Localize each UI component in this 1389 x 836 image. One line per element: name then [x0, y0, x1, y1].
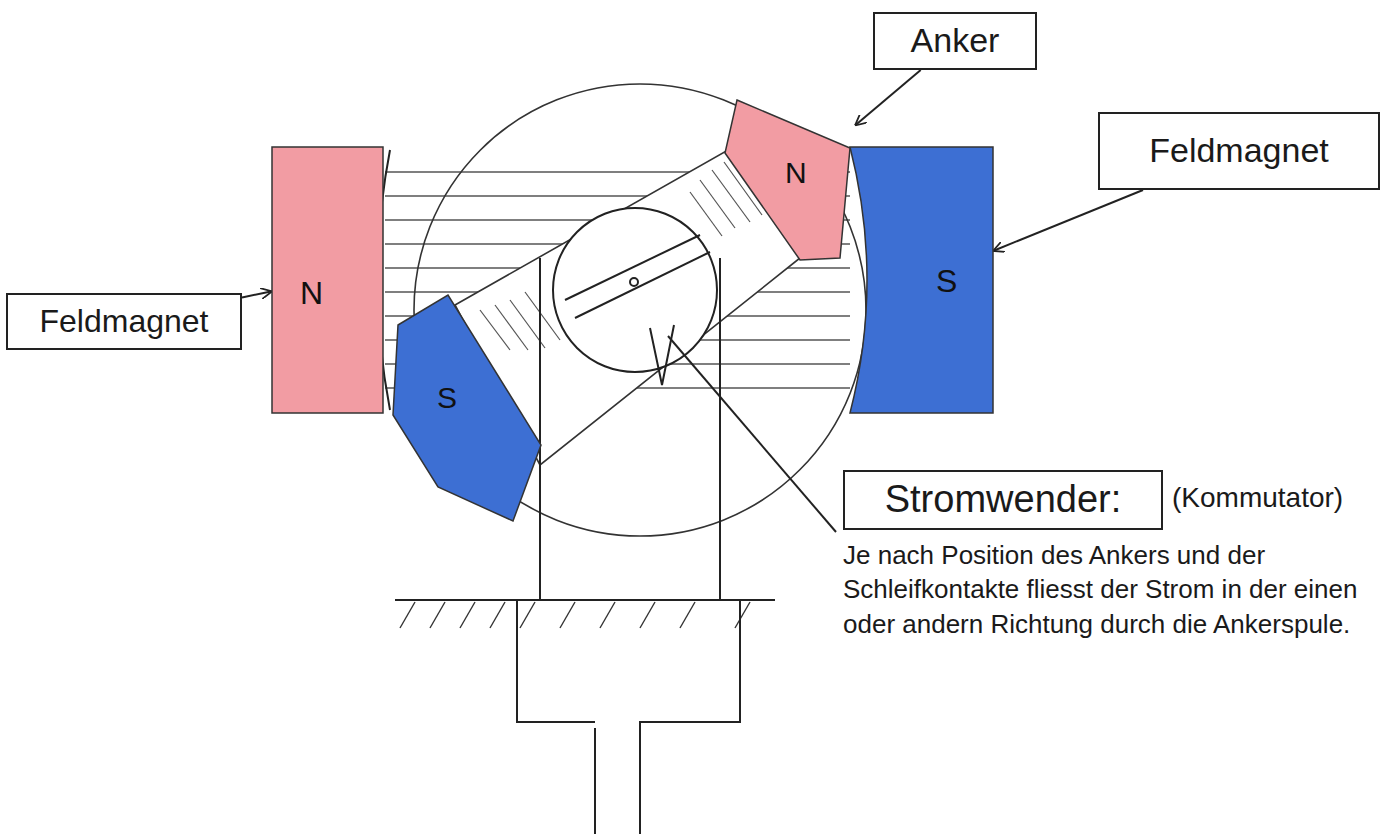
alt-term-label: (Kommutator)	[1172, 480, 1343, 517]
battery-plate-long	[594, 728, 596, 834]
text-holder: N	[300, 275, 323, 312]
ground-hatching	[400, 602, 750, 628]
hatch	[735, 602, 750, 628]
commutator-slot	[575, 252, 710, 318]
hatch	[560, 602, 575, 628]
armature-pole-fill	[725, 100, 850, 260]
commutator-circle	[553, 208, 717, 372]
circuit-wires	[517, 600, 740, 834]
hatch	[400, 602, 415, 628]
label-text: Feldmagnet	[40, 303, 209, 340]
pole-letter: S	[437, 381, 457, 416]
commutator-segments	[565, 235, 710, 385]
hatch	[430, 602, 445, 628]
label-text: Stromwender:	[885, 478, 1122, 522]
hatch	[640, 602, 655, 628]
field-magnet: S	[850, 147, 993, 413]
armature-pole: N	[725, 98, 855, 263]
ground-line	[395, 599, 775, 601]
armature-pole-fill	[393, 295, 541, 521]
pole-letter: S	[936, 263, 957, 300]
stand-post	[539, 258, 541, 600]
armature-pole-outline	[393, 295, 543, 525]
leader-arrow	[993, 190, 1143, 251]
part-label-box: Feldmagnet	[1098, 112, 1380, 190]
armature-pole: S	[393, 295, 543, 525]
leader-arrow	[242, 291, 272, 297]
battery-plate-short	[639, 742, 641, 782]
leader-line	[668, 336, 836, 532]
field-magnet-fill	[272, 147, 383, 413]
stand-post	[719, 258, 721, 600]
axle	[630, 278, 638, 286]
label-text: Feldmagnet	[1149, 131, 1329, 170]
coil-wire	[495, 305, 528, 350]
field-magnet-outline	[850, 147, 993, 413]
wire	[640, 600, 740, 742]
part-label-box: Anker	[873, 12, 1037, 70]
pole-letter: N	[785, 156, 807, 191]
brush-symbol	[650, 325, 674, 385]
text-holder: S	[936, 263, 957, 300]
note-text: Je nach Position des Ankers und der Schl…	[843, 538, 1378, 641]
coil-wire	[700, 180, 735, 228]
hatch	[490, 602, 505, 628]
hatch	[600, 602, 615, 628]
wire	[639, 782, 641, 834]
leader-arrow	[855, 70, 921, 126]
hatch	[520, 602, 535, 628]
wire	[517, 600, 595, 722]
note-text: Je nach Position des Ankers und der Schl…	[843, 538, 1378, 641]
part-label-box: Feldmagnet	[6, 293, 242, 350]
hatch	[460, 602, 475, 628]
field-magnet: N	[272, 147, 383, 413]
part-label-box: Stromwender:	[843, 470, 1163, 530]
coil-wire	[690, 192, 722, 236]
field-magnet-fill	[850, 147, 993, 413]
hatch	[680, 602, 695, 628]
coil-wire	[480, 310, 510, 350]
label-text: Anker	[911, 21, 1000, 60]
text-holder: S	[437, 381, 457, 416]
pole-letter: N	[300, 275, 323, 312]
field-magnet-outline	[272, 147, 383, 413]
alt-term-label: (Kommutator)	[1172, 480, 1343, 517]
text-holder: N	[785, 156, 807, 191]
